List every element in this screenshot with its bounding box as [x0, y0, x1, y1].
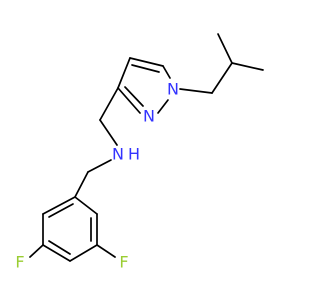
bond-ch2-n1 [179, 88, 213, 94]
atom-amine-n-label: N [112, 145, 124, 164]
atom-n1-label: N [167, 80, 179, 99]
bond-ch2-nh [99, 119, 118, 146]
bond-c3-n2-inner [124, 86, 144, 107]
atom-n2-label: N [143, 107, 155, 126]
bond-c5-c4-outer [129, 57, 164, 67]
bond-c3-n2-outer [117, 87, 141, 114]
bond-n2-n1 [157, 99, 169, 114]
atom-labels: N N N H F F [15, 80, 179, 272]
bonds [29, 33, 264, 262]
bond-n1-c5 [162, 65, 171, 79]
bond-nh-ch2 [87, 159, 112, 173]
bond-ch-ch3-top [217, 33, 233, 64]
atom-fluorine-left-label: F [15, 253, 24, 272]
bond-c5-f-left [29, 244, 44, 258]
bond-c5-c4-inner [131, 64, 160, 73]
bond-c3-ch2 [99, 87, 119, 121]
bond-ar-c4-c5 [42, 244, 71, 262]
bond-c3-f-right [96, 244, 116, 258]
bond-c4-c3 [117, 57, 131, 89]
bond-ch-ch2 [211, 62, 233, 94]
atom-fluorine-right-label: F [119, 253, 128, 272]
bond-ch-ch3-right [231, 62, 264, 71]
bond-ar-c6-c1 [42, 196, 76, 215]
bond-ar-c3-c4 [69, 244, 98, 262]
atom-amine-h-label: H [128, 145, 140, 164]
molecule-diagram: N N N H F F [15, 33, 264, 272]
bond-ar-c6-c1-inner [48, 203, 74, 218]
bond-ar-c1-c2 [74, 196, 98, 215]
bond-ch2-ring [74, 171, 89, 198]
bond-ar-c4-c5-inner [48, 240, 71, 255]
molecule-canvas: N N N H F F [15, 33, 264, 272]
